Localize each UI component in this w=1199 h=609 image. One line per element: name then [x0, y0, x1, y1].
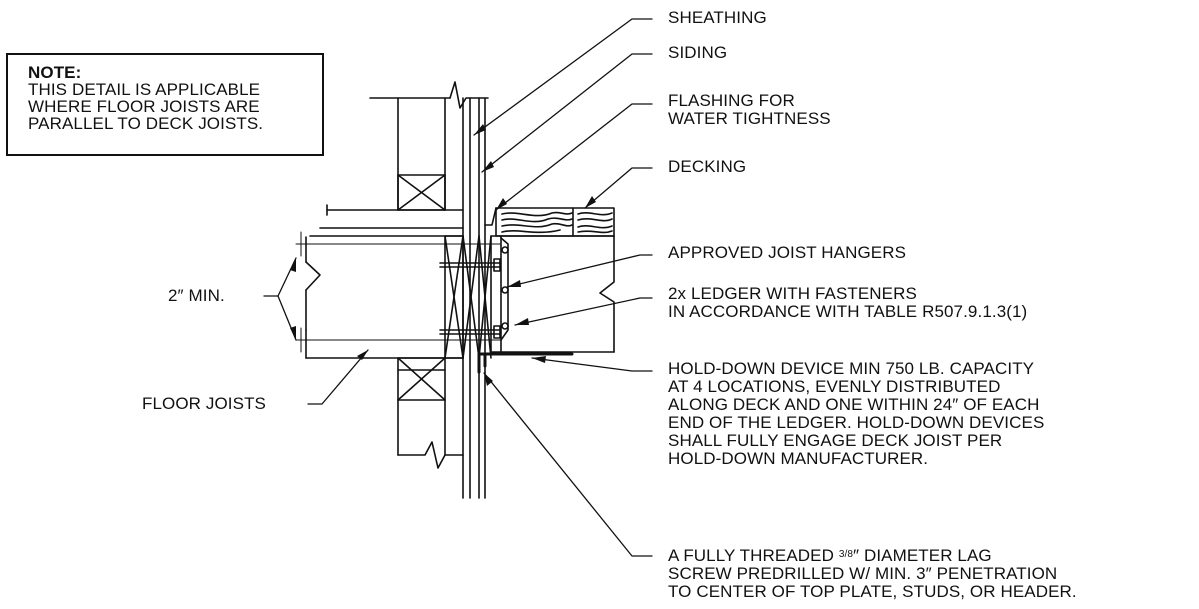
- label-min-dimension: 2″ MIN.: [168, 286, 225, 305]
- label-lag-screw-line: SCREW PREDRILLED W/ MIN. 3″ PENETRATION: [668, 564, 1058, 583]
- flashing: [484, 207, 497, 226]
- label-hold-down: HOLD-DOWN DEVICE MIN 750 LB. CAPACITY AT…: [668, 360, 1044, 468]
- lag-screw-prefix: A FULLY THREADED: [668, 546, 839, 565]
- label-floor-joists: FLOOR JOISTS: [142, 394, 266, 413]
- label-decking: DECKING: [668, 157, 747, 176]
- decking: [495, 207, 615, 237]
- label-hold-down-line: SHALL FULLY ENGAGE DECK JOIST PER: [668, 431, 1003, 450]
- lag-screw-suffix: ″ DIAMETER LAG: [853, 546, 992, 565]
- label-ledger-line: IN ACCORDANCE WITH TABLE R507.9.1.3(1): [668, 302, 1028, 321]
- note-line: PARALLEL TO DECK JOISTS.: [28, 114, 264, 133]
- joist-hanger: [500, 237, 509, 341]
- label-ledger: 2x LEDGER WITH FASTENERS IN ACCORDANCE W…: [668, 285, 1027, 321]
- label-hold-down-line: AT 4 LOCATIONS, EVENLY DISTRIBUTED: [668, 377, 1001, 396]
- hold-down-device: [477, 352, 574, 374]
- note-title: NOTE:: [28, 63, 82, 82]
- label-lag-screw: A FULLY THREADED 3/8″ DIAMETER LAG SCREW…: [668, 546, 1077, 601]
- arrowheads: [290, 124, 596, 386]
- top-plate-lower: [397, 357, 464, 469]
- label-joist-hangers: APPROVED JOIST HANGERS: [668, 243, 907, 262]
- note-line: WHERE FLOOR JOISTS ARE: [28, 97, 260, 116]
- label-sheathing: SHEATHING: [668, 8, 767, 27]
- label-siding: SIDING: [668, 43, 728, 62]
- rim-joist: [444, 235, 492, 359]
- label-hold-down-line: HOLD-DOWN MANUFACTURER.: [668, 449, 929, 468]
- top-plate-upper: [397, 174, 446, 211]
- label-lag-screw-line: A FULLY THREADED 3/8″ DIAMETER LAG: [668, 546, 1077, 565]
- label-hold-down-line: ALONG DECK AND ONE WITHIN 24″ OF EACH: [668, 395, 1040, 414]
- ledger-fasteners: [439, 258, 501, 339]
- leader-lines: [263, 18, 653, 557]
- label-ledger-line: 2x LEDGER WITH FASTENERS: [668, 284, 917, 303]
- sheathing-siding: [462, 97, 486, 499]
- floor-system: [305, 204, 464, 359]
- note-line: THIS DETAIL IS APPLICABLE: [28, 80, 261, 99]
- label-flashing-line: WATER TIGHTNESS: [668, 109, 831, 128]
- note-box: NOTE: THIS DETAIL IS APPLICABLE WHERE FL…: [6, 53, 324, 156]
- lag-screw-fraction: 3/8: [838, 549, 854, 560]
- label-lag-screw-line: TO CENTER OF TOP PLATE, STUDS, OR HEADER…: [668, 582, 1077, 601]
- dimension-lines: [295, 231, 501, 353]
- label-hold-down-line: END OF THE LEDGER. HOLD-DOWN DEVICES: [668, 413, 1045, 432]
- ledger-and-deck-joist: [490, 235, 615, 353]
- note-text: NOTE: THIS DETAIL IS APPLICABLE WHERE FL…: [28, 64, 263, 132]
- label-flashing-line: FLASHING FOR: [668, 91, 795, 110]
- label-flashing: FLASHING FOR WATER TIGHTNESS: [668, 92, 831, 128]
- label-hold-down-line: HOLD-DOWN DEVICE MIN 750 LB. CAPACITY: [668, 359, 1035, 378]
